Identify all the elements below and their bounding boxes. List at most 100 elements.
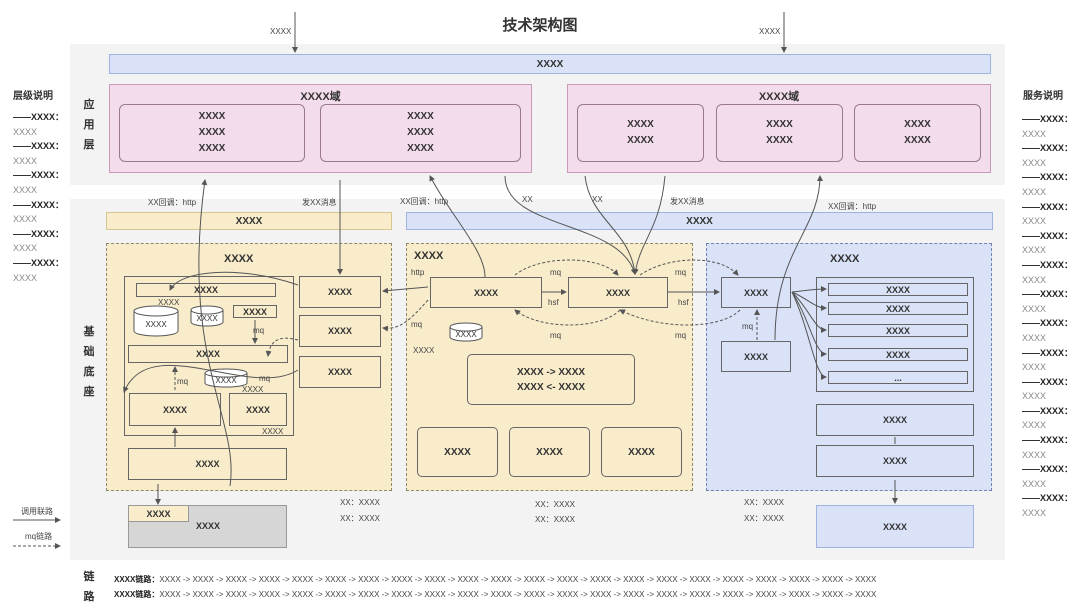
right-panel-item-value: XXXX xyxy=(1022,362,1047,373)
left-panel-item-value: XXXX xyxy=(13,214,38,225)
bottom-right-box: XXXX xyxy=(816,505,974,548)
base-bar-right: XXXX xyxy=(406,212,993,230)
top-input-right: XXXX xyxy=(759,27,781,36)
flow-label-callback-1: XX回调：http xyxy=(148,198,197,207)
left-panel-item: ——XXXX：XXXX xyxy=(13,227,64,256)
bottom-store-label: XXXX xyxy=(196,521,221,531)
right-panel-item-key: ——XXXX： xyxy=(1022,493,1074,504)
database-icon-3: XXXX xyxy=(204,368,248,388)
right-panel-item-key: ——XXXX： xyxy=(1022,143,1074,154)
app-right-box-2-line-2: XXXX xyxy=(766,135,793,146)
right-panel-item-key: ——XXXX： xyxy=(1022,347,1074,358)
link-row-2-label: XXXX链路： xyxy=(114,590,160,599)
legend-call: 调用联路 xyxy=(21,507,53,516)
left-label-mq-2: mq xyxy=(177,377,189,386)
flow-label-xx-1: XX xyxy=(522,195,533,204)
right-panel-item: ——XXXX：XXXX xyxy=(1022,375,1073,404)
links-label: 链路 xyxy=(82,567,96,607)
app-right-box-3-line-2: XXXX xyxy=(904,135,931,146)
flow-label-callback-3: XX回调：http xyxy=(828,202,877,211)
left-panel-list: ——XXXX：XXXX ——XXXX：XXXX ——XXXX：XXXX ——XX… xyxy=(13,110,64,285)
database-icon-4: XXXX xyxy=(449,322,483,342)
right-panel-item-key: ——XXXX： xyxy=(1022,114,1074,124)
bottom-store-tag: XXXX xyxy=(128,505,189,522)
right-panel-item: ——XXXX：XXXX xyxy=(1022,287,1073,316)
middle-note-1: XX：XXXX xyxy=(535,500,576,509)
link-row-2-text: XXXX -> XXXX -> XXXX -> XXXX -> XXXX -> … xyxy=(159,590,877,599)
left-panel-title: 层级说明 xyxy=(13,91,53,102)
middle-label-mq-1: mq xyxy=(550,268,562,277)
base-bar-left: XXXX xyxy=(106,212,392,230)
diagram-title: 技术架构图 xyxy=(502,17,578,34)
right-list-item-4: XXXX xyxy=(828,348,968,361)
app-right-box-2-line-1: XXXX xyxy=(766,119,793,130)
right-panel-item-value: XXXX xyxy=(1022,449,1047,460)
left-panel-item-key: ——XXXX： xyxy=(13,257,65,268)
left-label-mq-1: mq xyxy=(253,326,265,335)
right-panel-item: ——XXXX：XXXX xyxy=(1022,433,1073,462)
flow-label-msg-2: 发XX消息 xyxy=(670,197,705,206)
links-text: 链路 xyxy=(83,571,95,603)
middle-label-hsf-2: hsf xyxy=(678,298,689,307)
right-note-2: XX：XXXX xyxy=(744,514,785,523)
right-panel-item: ——XXXX：XXXX xyxy=(1022,404,1073,433)
app-layer-text: 应用层 xyxy=(83,99,95,151)
middle-bottom-box-3: XXXX xyxy=(601,427,682,477)
app-layer-label: 应用层 xyxy=(82,95,96,155)
left-panel-item: ——XXXX：XXXX xyxy=(13,256,64,285)
right-label-mq: mq xyxy=(742,322,754,331)
base-layer-text: 基础底座 xyxy=(83,326,95,398)
right-panel-item-value: XXXX xyxy=(1022,245,1047,256)
right-list-item-3: XXXX xyxy=(828,324,968,337)
app-left-box-1: XXXX XXXX XXXX xyxy=(119,104,305,162)
app-left-box-1-line-3: XXXX xyxy=(198,143,226,154)
right-panel-item: ——XXXX：XXXX xyxy=(1022,258,1073,287)
flow-label-xx-2: XX xyxy=(592,195,603,204)
right-zone-title: XXXX xyxy=(830,253,860,265)
right-panel-item-key: ——XXXX： xyxy=(1022,172,1074,183)
left-panel-item-value: XXXX xyxy=(13,155,38,166)
middle-flow-line-2: XXXX <- XXXX xyxy=(516,381,586,393)
right-panel-item-key: ——XXXX： xyxy=(1022,464,1074,475)
right-panel-item-key: ——XXXX： xyxy=(1022,230,1074,241)
middle-zone xyxy=(406,243,693,491)
right-panel-item-key: ——XXXX： xyxy=(1022,318,1074,329)
left-wide-box: XXXX xyxy=(128,448,287,480)
database-icon-2: XXXX xyxy=(190,305,224,327)
left-top-box: XXXX xyxy=(136,283,276,297)
right-panel-item-value: XXXX xyxy=(1022,478,1047,489)
middle-label-http: http xyxy=(411,268,425,277)
left-mid-box: XXXX xyxy=(128,345,288,363)
app-left-box-1-line-1: XXXX xyxy=(198,111,226,122)
left-right-box-1: XXXX xyxy=(299,276,381,308)
middle-label-mq-3: mq xyxy=(411,320,423,329)
database-icon-1: XXXX xyxy=(133,305,179,337)
right-panel-item-value: XXXX xyxy=(1022,303,1047,314)
left-panel-item: ——XXXX：XXXX xyxy=(13,168,64,197)
left-panel-item-key: ——XXXX： xyxy=(13,141,65,152)
middle-label-xxxx: XXXX xyxy=(413,346,435,355)
right-list-item-1: XXXX xyxy=(828,283,968,296)
right-note-1: XX：XXXX xyxy=(744,498,785,507)
right-panel-item-value: XXXX xyxy=(1022,508,1047,519)
middle-box-1: XXXX xyxy=(430,277,542,308)
right-panel-item-value: XXXX xyxy=(1022,216,1047,227)
left-panel-item: ——XXXX：XXXX xyxy=(13,110,64,139)
middle-flow-box: XXXX -> XXXX XXXX <- XXXX xyxy=(467,354,635,405)
left-panel-item: ——XXXX：XXXX xyxy=(13,198,64,227)
right-panel-item-value: XXXX xyxy=(1022,420,1047,431)
base-layer-label: 基础底座 xyxy=(82,322,96,402)
link-row-2: XXXX链路：XXXX -> XXXX -> XXXX -> XXXX -> X… xyxy=(114,589,876,600)
right-panel-item: ——XXXX：XXXX xyxy=(1022,112,1073,141)
app-left-box-2-line-3: XXXX xyxy=(407,143,434,154)
right-box-b: XXXX xyxy=(816,445,974,477)
app-left-box-1-line-2: XXXX xyxy=(198,127,226,138)
app-left-box-2-line-2: XXXX xyxy=(407,127,434,138)
right-panel-item: ——XXXX：XXXX xyxy=(1022,141,1073,170)
top-input-left: XXXX xyxy=(270,27,292,36)
right-panel-item: ——XXXX：XXXX xyxy=(1022,200,1073,229)
flow-label-msg-1: 发XX消息 xyxy=(302,198,337,207)
link-row-1-text: XXXX -> XXXX -> XXXX -> XXXX -> XXXX -> … xyxy=(159,575,877,584)
left-panel-item-key: ——XXXX： xyxy=(13,228,65,239)
app-domain-left-title: XXXX域 xyxy=(300,91,341,103)
